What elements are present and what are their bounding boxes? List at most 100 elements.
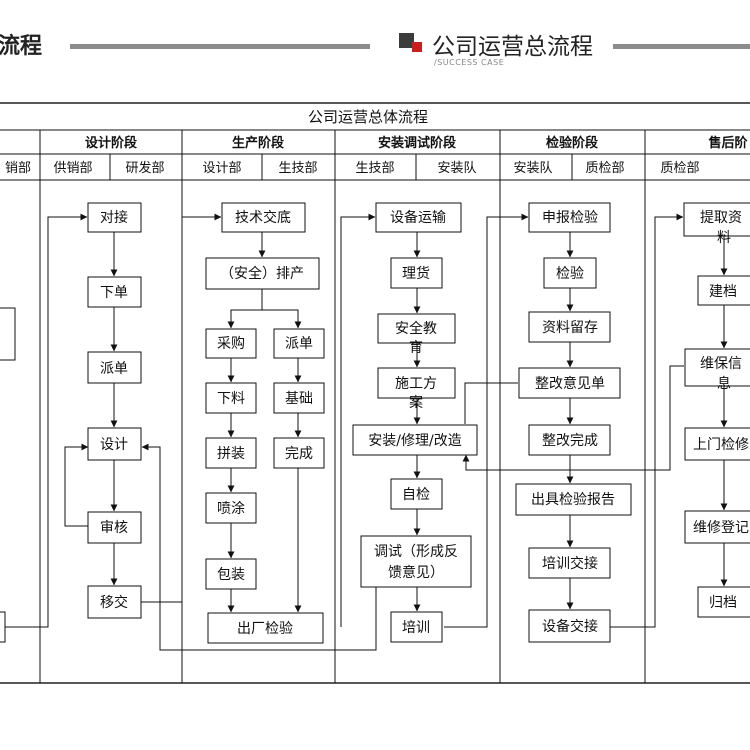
node-box-anquanjiaoyu: [377, 313, 456, 344]
node-label-jichu: 基础: [285, 390, 313, 407]
node-box-guidang: [697, 586, 750, 618]
node-box-shenhe: [87, 511, 142, 544]
node-label-pinzhuang: 拼装: [217, 446, 245, 462]
table-title: 公司运营总体流程: [308, 108, 428, 126]
node-label-lihuo: 理货: [402, 265, 430, 282]
node-box-peixun: [390, 611, 443, 643]
node-box-caigou: [205, 328, 257, 359]
node-label-tiaoshi-line1: 调试（形成反: [374, 544, 458, 560]
node-label-tiaoshi-line2: 馈意见）: [388, 564, 444, 581]
node-label-pentu: 喷涂: [217, 501, 245, 517]
dept-label-prodtech-2: 生技部: [355, 161, 394, 176]
node-box-zhenggaiyijiandan: [518, 367, 621, 399]
node-label-paidan2: 派单: [285, 336, 313, 352]
stage-label-inspection: 检验阶段: [546, 135, 598, 151]
node-box-shangmenjianxiu: [684, 427, 750, 461]
node-box-baozhuang: [205, 558, 257, 590]
dept-label-sales: 销部: [5, 161, 31, 176]
node-box-xialiao: [205, 382, 257, 414]
node-label-jishujiaodi: 技术交底: [235, 209, 291, 226]
table-frame: [0, 102, 750, 684]
dept-label-qc: 质检部: [585, 161, 624, 176]
header-divider-right: [613, 44, 750, 49]
node-box-chujujianyanbaogao: [515, 483, 632, 516]
node-label-caigou: 采购: [217, 336, 245, 352]
header-title: 公司运营总流程: [432, 34, 593, 60]
node-label-shangmenjianxiu: 上门检修: [693, 437, 749, 453]
node-label-baozhuang: 包装: [217, 567, 245, 583]
node-box-paidan2: [273, 328, 325, 359]
node-label-jiandang: 建档: [709, 284, 737, 300]
stage-label-design: 设计阶段: [85, 135, 137, 151]
node-label-paidan1: 派单: [100, 361, 128, 377]
header-logo-red-square: [412, 42, 422, 52]
node-label-shenhe: 审核: [100, 520, 128, 536]
dept-label-rnd: 研发部: [125, 160, 164, 176]
node-label-jianyan: 检验: [556, 266, 584, 282]
node-label-sheji: 设计: [100, 437, 128, 453]
node-label-guidang: 归档: [709, 594, 737, 611]
node-label-shigongfangan-line2: 案: [409, 394, 423, 411]
node-label-peixun: 培训: [402, 620, 430, 636]
node-box-anzhuang: [352, 424, 478, 456]
node-box-jianyan: [543, 257, 597, 289]
stage-label-production: 生产阶段: [232, 135, 284, 151]
dept-label-install-team: 安装队: [437, 161, 476, 176]
node-label-zijian: 自检: [402, 487, 430, 503]
node-box-yijiao: [87, 585, 142, 619]
node-label-tiquziliao-line2: 料: [717, 230, 731, 246]
node-box-jiandang: [697, 275, 750, 306]
node-box-lihuo: [390, 257, 443, 289]
node-box-zijian: [390, 478, 443, 510]
node-label-peixunjiaojie: 培训交接: [542, 555, 598, 572]
node-label-anzhuang: 安装/修理/改造: [368, 433, 461, 449]
node-label-shigongfangan-line1: 施工方: [395, 376, 437, 392]
node-label-anquanpaichan: （安全）排产: [220, 265, 304, 282]
header-logo-dark-square: [399, 33, 414, 48]
node-label-wancheng: 完成: [285, 446, 313, 462]
dept-label-qc-2: 质检部: [660, 161, 699, 176]
node-label-xiadan: 下单: [100, 285, 128, 301]
node-box-peixunjiaojie: [528, 547, 611, 579]
node-label-anquanjiaoyu-line1: 安全教: [395, 320, 437, 337]
node-box-jishujiaodi: [221, 202, 306, 233]
node-box-chuchangjianyan: [207, 612, 324, 644]
partial-node-left-1: [0, 307, 16, 361]
node-box-duijie: [87, 202, 142, 233]
node-label-chujujianyanbaogao: 出具检验报告: [531, 492, 615, 508]
node-label-anquanjiaoyu-line2: 育: [409, 340, 423, 356]
node-box-paidan1: [87, 351, 142, 384]
node-label-shenbaojianyan: 申报检验: [542, 210, 598, 226]
node-label-xialiao: 下料: [217, 391, 245, 407]
dept-label-install-team-2: 安装队: [513, 161, 552, 176]
dept-label-supply: 供销部: [53, 161, 92, 176]
node-label-shebeiyunshu: 设备运输: [390, 209, 446, 226]
node-label-zhenggaiyijiandan: 整改意见单: [535, 375, 605, 392]
node-box-weixiudengji: [684, 510, 750, 544]
node-box-weibaoxinxi: [684, 348, 750, 387]
node-label-yijiao: 移交: [100, 594, 128, 611]
node-label-weibaoxinxi-line2: 息: [717, 375, 731, 392]
node-box-anquanpaichan: [205, 257, 320, 290]
node-box-shenbaojianyan: [528, 202, 611, 233]
node-box-pentu: [205, 492, 257, 524]
dept-label-prodtech: 生技部: [278, 161, 317, 176]
node-label-zhenggaiwancheng: 整改完成: [542, 433, 598, 449]
header-subtitle: /SUCCESS CASE: [434, 58, 505, 67]
node-label-chuchangjianyan: 出厂检验: [237, 621, 293, 637]
node-box-sheji: [87, 427, 142, 461]
stage-label-installation: 安装调试阶段: [378, 135, 456, 151]
node-box-zhenggaiwancheng: [528, 424, 611, 456]
node-box-shebeiyunshu: [375, 202, 462, 233]
node-box-pinzhuang: [205, 437, 257, 469]
node-box-tiaoshi: [360, 535, 472, 588]
node-label-ziliaoliucun: 资料留存: [542, 320, 598, 336]
node-box-wancheng: [273, 437, 325, 469]
connectors: [5, 213, 728, 651]
node-label-duijie: 对接: [100, 209, 128, 226]
node-label-weibaoxinxi-line1: 维保信: [700, 356, 742, 372]
node-box-xiadan: [87, 276, 142, 308]
node-label-tiquziliao-line1: 提取资: [700, 210, 742, 226]
node-label-weixiudengji: 维修登记: [693, 520, 749, 536]
